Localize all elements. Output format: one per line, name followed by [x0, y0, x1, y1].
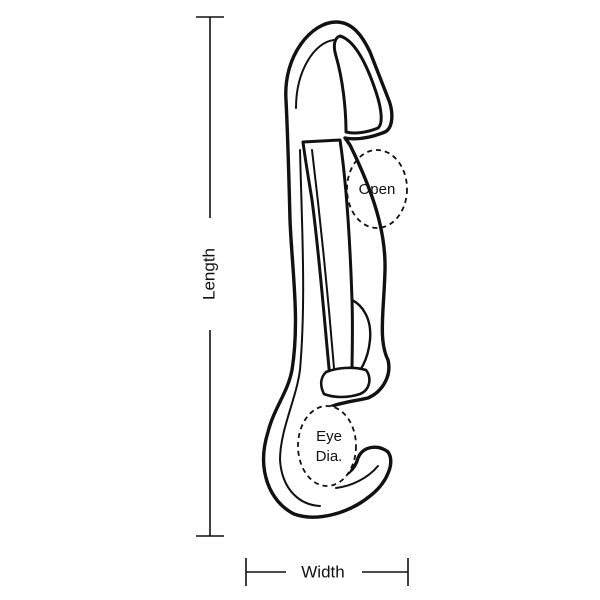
- hook-curl-inner: [335, 465, 379, 489]
- length-label: Length: [199, 248, 218, 300]
- hook-gate-inner: [311, 149, 335, 369]
- length-dimension: [196, 16, 224, 537]
- width-label: Width: [301, 562, 344, 581]
- eye-zone: [297, 405, 357, 487]
- open-label: Open: [359, 181, 396, 198]
- open-zone: [346, 149, 408, 229]
- width-dimension: [245, 558, 409, 586]
- eye-label-line2: Dia.: [316, 448, 343, 465]
- snap-hook-icon: [261, 20, 394, 519]
- hook-spine-highlight: [279, 149, 321, 507]
- hook-gate-base: [319, 366, 371, 399]
- eye-label-line1: Eye: [316, 428, 342, 445]
- hook-nose: [332, 34, 383, 135]
